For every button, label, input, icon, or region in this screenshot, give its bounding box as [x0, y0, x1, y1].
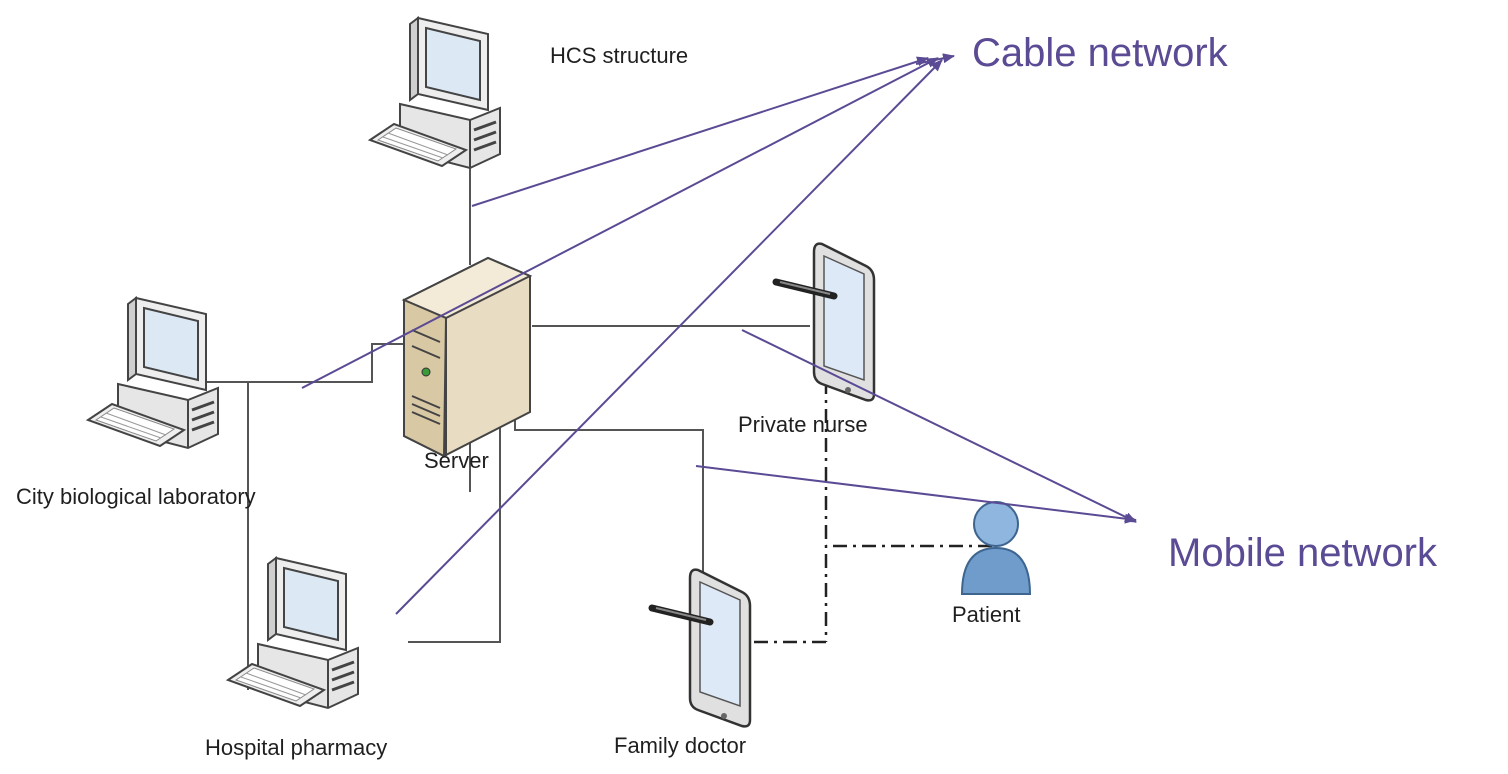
label-patient: Patient [952, 602, 1021, 627]
label-private-nurse: Private nurse [738, 412, 868, 437]
mobile-pointer-nurse [741, 329, 1137, 523]
label-hospital-pharmacy: Hospital pharmacy [205, 735, 387, 760]
mobile-pointer-doctor [695, 465, 1137, 524]
label-server: Server [424, 448, 489, 473]
link-server-doctor [514, 402, 704, 575]
lab-computer-icon [86, 296, 220, 450]
label-family-doctor: Family doctor [614, 733, 746, 758]
label-hcs-structure: HCS structure [550, 43, 688, 68]
label-city-biological-laboratory: City biological laboratory [16, 484, 256, 509]
server-tower-icon [401, 256, 533, 458]
cable-pointer-hcs [471, 56, 929, 207]
mobile-network-pointers [695, 329, 1137, 524]
nurse-tablet-icon [776, 244, 874, 401]
cable-pointer-head [915, 53, 955, 65]
cable-pointer-pharmacy [395, 59, 943, 615]
patient-person-icon [960, 501, 1032, 595]
cable-pointer-lab [301, 57, 939, 389]
doctor-tablet-icon [652, 570, 750, 727]
hcs-structure-icon [368, 16, 502, 170]
cable-network-pointers [301, 53, 955, 615]
label-cable-network: Cable network [972, 31, 1229, 75]
link-lab-server [197, 343, 404, 383]
label-mobile-network: Mobile network [1168, 531, 1438, 575]
